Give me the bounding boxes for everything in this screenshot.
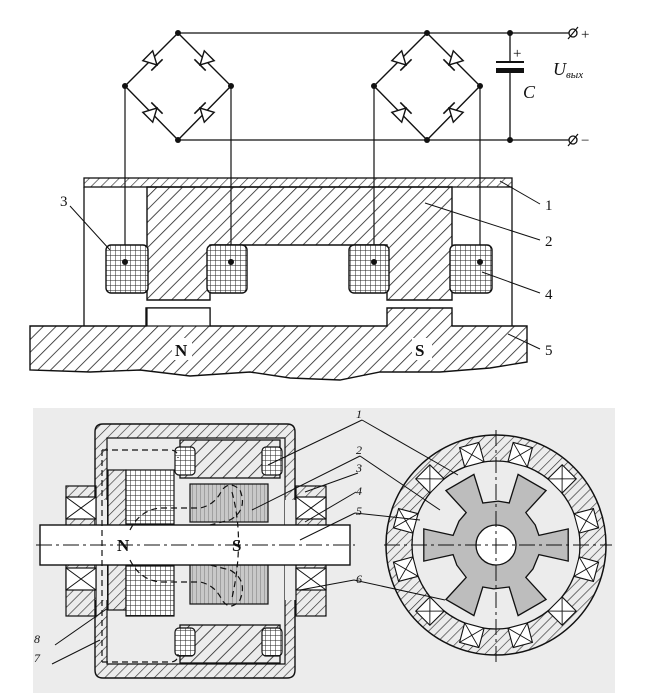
magnetic-core	[146, 186, 453, 301]
coil-right-outer	[449, 244, 493, 294]
rotor-lamination-bottom	[189, 563, 269, 605]
capacitor: + C	[496, 30, 536, 143]
label-1: 1	[545, 198, 553, 214]
longitudinal-section: N S	[36, 423, 355, 679]
housing-plate	[83, 177, 513, 188]
generator-schematic: + C + − Uвых N	[29, 26, 589, 381]
label-b2: 2	[356, 443, 362, 457]
pole-n-label: N	[175, 341, 188, 360]
slot-winding	[459, 442, 485, 468]
shaft	[39, 524, 351, 566]
slot-winding	[459, 622, 485, 648]
label-b5: 5	[356, 504, 362, 518]
slot-winding	[393, 508, 419, 534]
label-b8: 8	[34, 632, 40, 646]
slot-winding	[415, 464, 445, 494]
slot-winding	[547, 596, 577, 626]
excitation-coil-top	[125, 469, 175, 525]
label-2: 2	[545, 234, 553, 250]
slot-winding	[573, 556, 599, 582]
label-3: 3	[60, 194, 68, 210]
label-b3: 3	[355, 461, 362, 475]
capacitor-label: C	[523, 82, 536, 102]
shaft-pole-n-label: N	[117, 536, 130, 555]
slot-winding	[507, 622, 533, 648]
label-5: 5	[545, 343, 553, 359]
bearing-left-bottom	[65, 567, 97, 591]
slot-winding	[573, 508, 599, 534]
rectifier-bridge-left	[122, 30, 234, 143]
label-b4: 4	[356, 484, 362, 498]
label-4: 4	[545, 287, 553, 303]
stator-slots	[392, 441, 600, 649]
capacitor-plus-label: +	[513, 46, 521, 62]
coil-left-outer	[105, 244, 149, 294]
label-b1: 1	[356, 407, 362, 421]
label-b7: 7	[34, 651, 41, 665]
label-b6: 6	[356, 572, 362, 586]
rotor-lamination-top	[189, 483, 269, 523]
bearing-right-bottom	[295, 567, 327, 591]
coil-right-inner	[348, 244, 390, 294]
excitation-coil-bottom	[125, 565, 175, 617]
transverse-section	[384, 430, 612, 662]
slot-winding	[507, 442, 533, 468]
bottom-leaders	[51, 419, 459, 665]
slot-winding	[547, 464, 577, 494]
terminal-minus-label: −	[581, 133, 589, 149]
coil-left-inner	[206, 244, 248, 294]
bearing-right-top	[295, 496, 327, 520]
output-voltage-label: Uвых	[553, 59, 583, 81]
rotor	[29, 307, 528, 381]
shaft-pole-s-label: S	[232, 536, 241, 555]
machine-cross-section: N S 1 2 3 4 5 6 7	[33, 407, 615, 693]
slot-winding	[393, 556, 419, 582]
rectifier-bridge-right	[371, 30, 483, 143]
pole-s-label: S	[415, 341, 424, 360]
bearing-left-top	[65, 496, 97, 520]
slot-winding	[415, 596, 445, 626]
terminal-plus-label: +	[581, 27, 589, 43]
